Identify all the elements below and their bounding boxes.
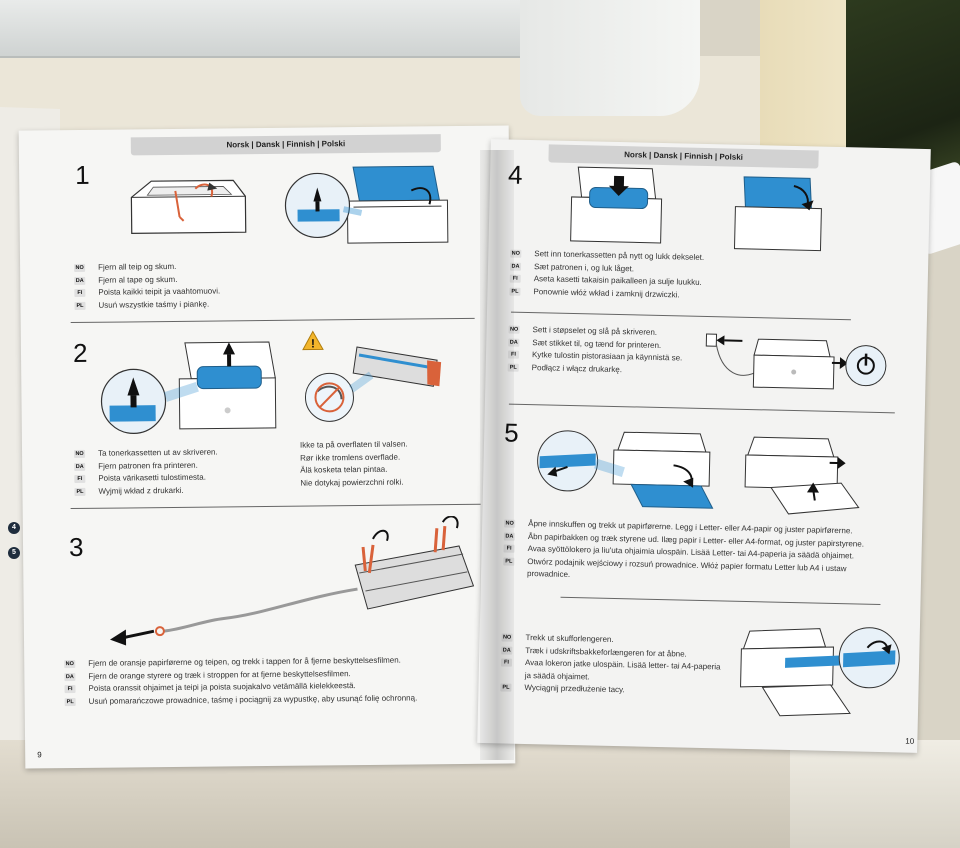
instruction-line: PL Usuń wszystkie taśmy i piankę. <box>74 298 220 312</box>
language-code: DA <box>64 672 76 681</box>
printer-tape-removal-illustration <box>130 179 247 235</box>
printer-open-lid-illustration <box>284 165 449 244</box>
instruction-text: Ponownie włóż wkład i zamknij drzwiczki. <box>533 286 680 299</box>
instruction-text: Usuń pomarańczowe prowadnice, taśmę i po… <box>88 692 418 706</box>
load-paper-illustration <box>744 436 860 515</box>
step1-instructions: NO Fjern all teip og skum. DA Fjern al tap… <box>74 260 220 312</box>
section-divider <box>508 403 895 414</box>
warning-text: Rør ikke tromlens overflade. <box>300 452 401 463</box>
language-code: DA <box>74 462 86 471</box>
instruction-text: Poista värikasetti tulostimesta. <box>98 472 206 483</box>
language-code: FI <box>74 474 86 484</box>
instruction-text: Fjern all teip og skum. <box>98 261 177 272</box>
warning-text: Älä kosketa telan pintaa. <box>300 464 388 475</box>
warning-text: Nie dotykaj powierzchni rolki. <box>300 477 404 488</box>
step5-instructions: NOÅpne innskuffen og trekk ut papirfører… <box>503 517 884 588</box>
language-code: PL <box>74 301 86 310</box>
step-number-2: 2 <box>72 337 88 369</box>
printer-body-side <box>520 0 700 116</box>
warning-drum-illustration: ! <box>302 330 442 422</box>
svg-text:!: ! <box>311 336 315 350</box>
page-number-left: 9 <box>37 750 42 760</box>
power-on-illustration <box>705 333 887 390</box>
table-corner <box>790 740 960 848</box>
open-input-tray-illustration <box>537 430 714 509</box>
language-code: PL <box>74 487 86 496</box>
warning-instructions: Ikke ta på overflaten til valsen. Rør ik… <box>300 439 408 490</box>
language-code: PL <box>64 697 76 706</box>
language-code: DA <box>74 276 86 285</box>
instruction-text: Fjern al tape og skum. <box>98 274 178 285</box>
toner-removal-illustration <box>100 341 277 434</box>
step-number-3: 3 <box>68 531 84 563</box>
instruction-line: PL Wyjmij wkład z drukarki. <box>74 484 218 498</box>
instruction-text: Fjern patronen fra printeren. <box>98 460 198 471</box>
instruction-text: Wyjmij wkład z drukarki. <box>98 485 184 496</box>
instruction-text: Wyciągnij przedłużenie tacy. <box>524 682 625 695</box>
book-gutter <box>480 150 514 760</box>
instruction-line: FI Poista värikasetti tulostimesta. <box>74 472 218 486</box>
instruction-line: PL Usuń pomarańczowe prowadnice, taśmę i … <box>64 692 445 708</box>
page-number-right: 10 <box>905 736 915 746</box>
close-lid-illustration <box>733 176 822 252</box>
instruction-text: Usuń wszystkie taśmy i piankę. <box>98 299 210 310</box>
language-bar: Norsk | Dansk | Finnish | Polski <box>130 134 441 156</box>
language-code: NO <box>74 263 86 273</box>
toner-insert-illustration <box>570 166 663 244</box>
language-code: NO <box>74 449 86 459</box>
language-code: NO <box>64 660 76 669</box>
tray-extender-illustration <box>740 627 900 717</box>
step-number-1: 1 <box>74 159 90 190</box>
side-badge-5: 5 <box>8 547 20 559</box>
printer-body-top <box>0 0 560 58</box>
section-divider <box>70 503 481 510</box>
section-divider <box>70 317 475 324</box>
warning-text: Ikke ta på overflaten til valsen. <box>299 439 408 450</box>
section-divider <box>510 311 851 321</box>
section-divider <box>560 596 881 606</box>
extender-instructions: NOTrekk ut skufforlengeren. DATræk i uds… <box>500 631 721 698</box>
language-code: FI <box>64 685 76 694</box>
instruction-text: Ta tonerkassetten ut av skriveren. <box>98 447 218 458</box>
orange-guides-removal-illustration <box>110 515 475 646</box>
language-code: FI <box>74 288 86 298</box>
instruction-text: Podłącz i włącz drukarkę. <box>531 362 623 374</box>
side-badge-4: 4 <box>8 522 20 534</box>
